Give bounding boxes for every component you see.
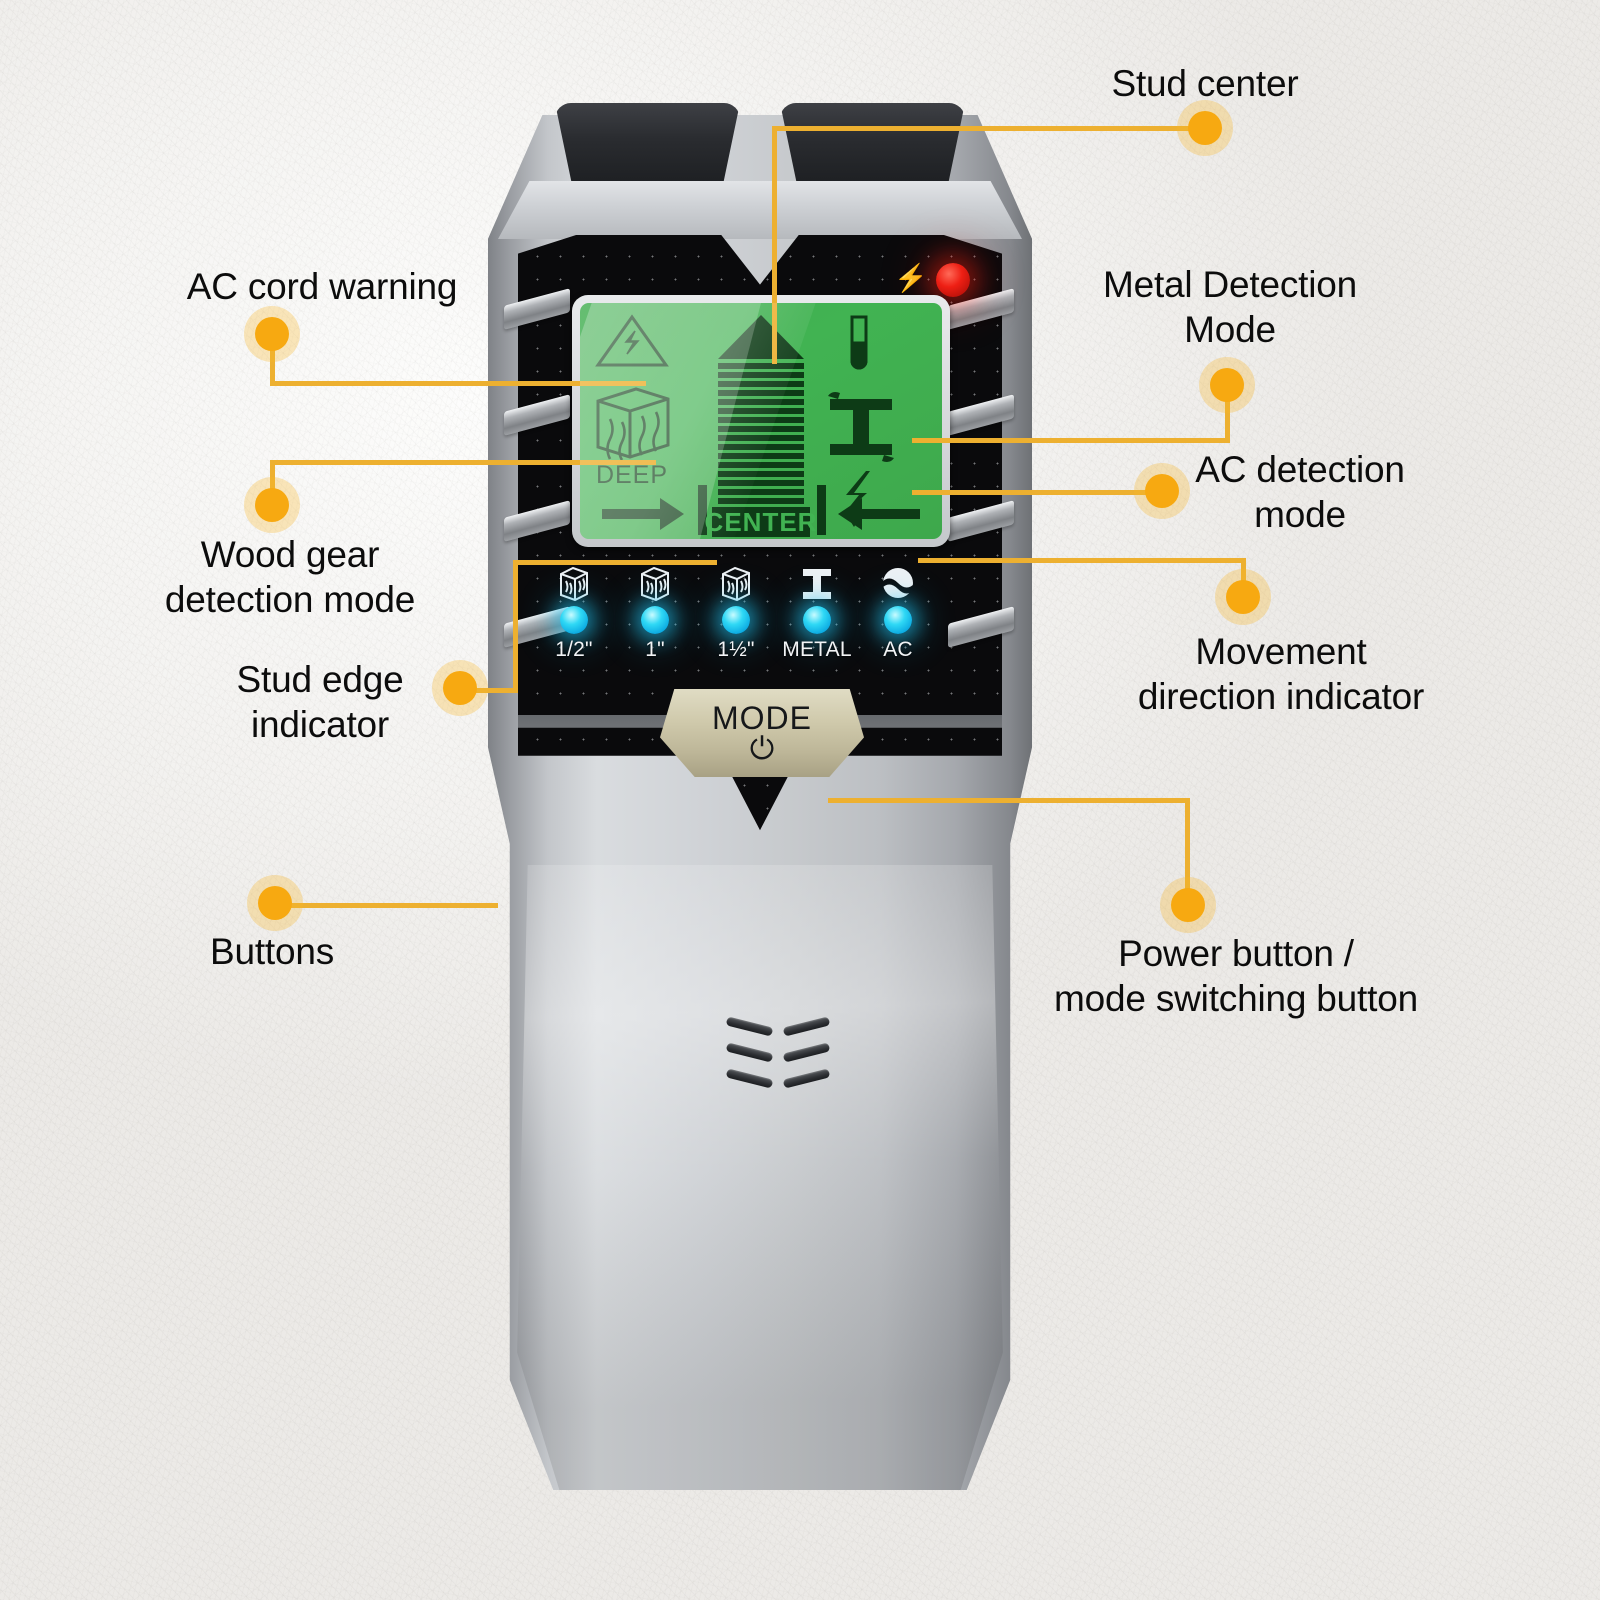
callout-label: Movement direction indicator (1137, 631, 1425, 717)
callout-line (270, 334, 275, 385)
callout-line (270, 460, 275, 512)
stud-finder-device: ⚡ (450, 95, 1070, 1495)
callout-label: Metal Detection Mode (1102, 264, 1358, 350)
i-beam-icon (828, 392, 894, 462)
wood-stud-icon (557, 563, 591, 603)
grip-ridge (948, 500, 1014, 542)
wood-stud-icon (638, 563, 672, 603)
callout-line (912, 490, 1162, 495)
callout-dot[interactable] (255, 317, 289, 351)
grip-ridge (948, 606, 1014, 648)
grip-ridge (504, 500, 570, 542)
center-label: CENTER (705, 507, 818, 537)
led-bulb (884, 606, 912, 634)
side-grip-ridges-right (946, 288, 1018, 711)
top-rubber-pad-right (780, 103, 965, 183)
led-indicator-ac[interactable]: AC (860, 563, 936, 662)
led-label: AC (883, 638, 913, 661)
battery-icon (850, 315, 868, 370)
arrow-right-icon (602, 498, 684, 530)
callout-label: Stud center (1111, 63, 1299, 104)
lightning-bolt-icon: ⚡ (894, 263, 928, 293)
callout-line (772, 126, 1207, 131)
grip-ridge (504, 394, 570, 436)
ac-wave-icon (880, 563, 916, 603)
callout-line (772, 126, 777, 364)
callout-dot[interactable] (1188, 111, 1222, 145)
led-indicator-one-inch[interactable]: 1" (617, 563, 693, 662)
callout-dot[interactable] (255, 488, 289, 522)
led-label: METAL (782, 638, 852, 661)
triangle-lightning-icon (595, 314, 669, 367)
callout-line (513, 560, 717, 565)
callout-dot[interactable] (443, 671, 477, 705)
i-beam-icon (799, 563, 835, 603)
callout-dot[interactable] (258, 886, 292, 920)
callout-line (470, 688, 518, 693)
top-bevel-band (498, 181, 1022, 239)
led-indicator-metal[interactable]: METAL (779, 563, 855, 662)
led-bulb (803, 606, 831, 634)
callout-label: AC cord warning (186, 266, 458, 307)
wood-cube-icon (596, 387, 670, 461)
callout-dot[interactable] (1145, 474, 1179, 508)
stud-bar-graph (712, 315, 810, 537)
stud-edge-marker-left (698, 485, 707, 535)
callout-line (270, 381, 646, 386)
grip-ridge (948, 394, 1014, 436)
led-indicator-one-and-half-inch[interactable]: 1½" (698, 563, 774, 662)
callout-dot[interactable] (1210, 368, 1244, 402)
mode-button-label: MODE (712, 700, 812, 736)
led-bulb (641, 606, 669, 634)
speaker-grille-icon (725, 1016, 836, 1096)
stud-edge-marker-right (817, 485, 826, 535)
lcd-frame: DEEP (572, 295, 950, 547)
callout-line (918, 558, 1246, 563)
callout-line (1225, 385, 1230, 442)
callout-label: Buttons (209, 931, 335, 972)
power-icon: ⏻ (749, 731, 775, 766)
led-indicator-half-inch[interactable]: 1/2" (536, 563, 612, 662)
callout-dot[interactable] (1226, 580, 1260, 614)
led-label: 1½" (717, 638, 755, 661)
callout-label: AC detection mode (1195, 449, 1405, 535)
led-bulb (560, 606, 588, 634)
status-led-red (936, 263, 970, 297)
grip-ridge (504, 288, 570, 330)
callout-dot[interactable] (1171, 888, 1205, 922)
lcd-screen: DEEP (580, 303, 942, 539)
center-band (712, 507, 810, 537)
callout-label: Power button / mode switching button (1054, 933, 1418, 1019)
led-label: 1/2" (555, 638, 593, 661)
mode-led-row: 1/2" 1" (536, 563, 936, 679)
led-bulb (722, 606, 750, 634)
top-rubber-pad-left (555, 103, 740, 183)
deep-label: DEEP (596, 461, 668, 489)
mode-power-button[interactable]: MODE ⏻ (660, 689, 864, 777)
callout-line (1185, 798, 1190, 906)
led-label: 1" (645, 638, 665, 661)
callout-line (270, 460, 656, 465)
callout-label: Stud edge indicator (236, 659, 404, 745)
wood-stud-icon (719, 563, 753, 603)
callout-line (912, 438, 1230, 443)
arrow-left-icon (838, 498, 920, 530)
callout-line (513, 560, 518, 690)
callout-line (285, 903, 498, 908)
callout-line (828, 798, 1190, 803)
callout-label: Wood gear detection mode (164, 534, 416, 620)
lcd-graphics: DEEP (580, 303, 920, 539)
